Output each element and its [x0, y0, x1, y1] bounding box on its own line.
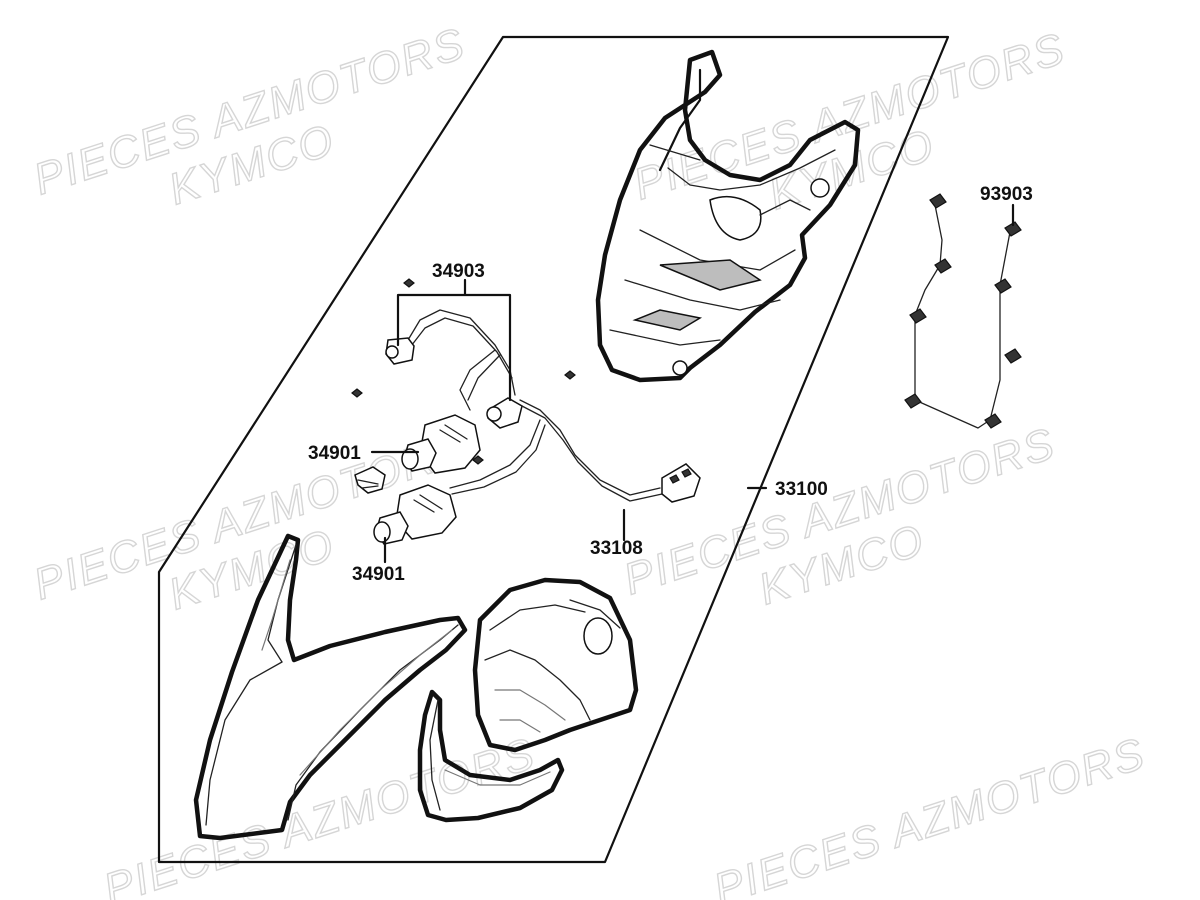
tapping-screws [904, 193, 1022, 429]
watermark-text: PIECES AZMOTORS [98, 729, 542, 900]
bulb-socket-harness [385, 309, 523, 429]
loose-screws [351, 278, 576, 465]
wire-harness [449, 399, 701, 503]
leader-lines [370, 203, 1015, 564]
watermark-text: PIECES AZMOTORS [708, 729, 1152, 900]
part-label-93903: 93903 [980, 184, 1033, 205]
headlight-lens [193, 533, 468, 841]
headlight-housing [595, 49, 861, 383]
part-label-33108: 33108 [590, 538, 643, 559]
part-labels: 34903 34901 34901 33108 33100 93903 [308, 184, 1033, 585]
watermark-group: PIECES AZMOTORS KYMCO PIECES AZMOTORS KY… [27, 18, 1152, 900]
bulb-clip [354, 466, 386, 494]
headlight-trim [417, 689, 565, 823]
part-label-34901-lower: 34901 [352, 564, 405, 585]
part-label-33100: 33100 [775, 479, 828, 500]
headlight-bulb-upper [401, 414, 481, 474]
assembly-boundary [157, 35, 950, 864]
headlight-bulb-lower [373, 484, 457, 545]
part-label-34901-upper: 34901 [308, 443, 361, 464]
part-label-34903: 34903 [432, 261, 485, 282]
headlight-reflector [472, 577, 639, 753]
